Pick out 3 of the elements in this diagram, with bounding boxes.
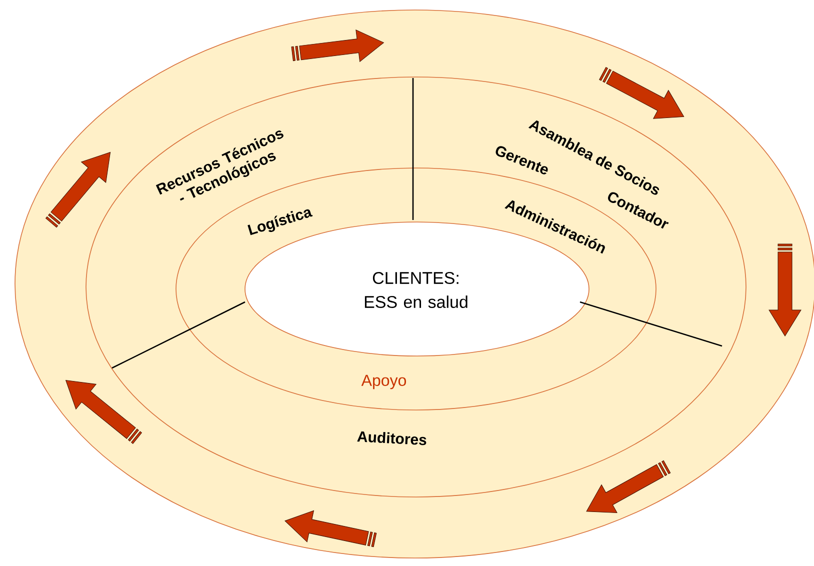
ring-label: Auditores (357, 431, 426, 446)
ring-label: Apoyo (361, 374, 406, 390)
ring-label: CLIENTES: ESS en salud (364, 272, 468, 308)
